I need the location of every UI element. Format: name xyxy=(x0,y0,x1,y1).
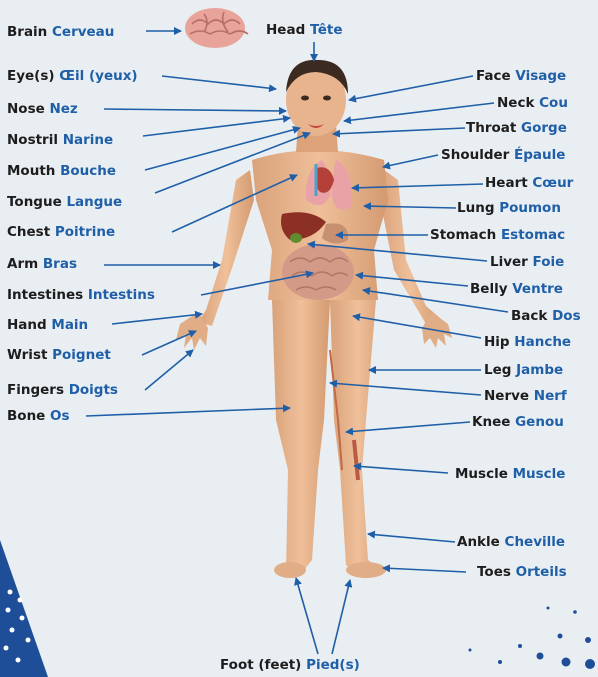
label-intestines-fr: Intestins xyxy=(88,287,155,303)
label-shoulder: Shoulder Épaule xyxy=(441,147,565,163)
label-lung-fr: Poumon xyxy=(499,200,561,216)
label-hand-en: Hand xyxy=(7,317,47,333)
label-tongue: Tongue Langue xyxy=(7,194,122,210)
label-mouth: Mouth Bouche xyxy=(7,163,116,179)
label-back-en: Back xyxy=(511,308,547,324)
label-throat: Throat Gorge xyxy=(466,120,567,136)
label-heart-en: Heart xyxy=(485,175,528,191)
label-stomach: Stomach Estomac xyxy=(430,227,565,243)
label-liver: Liver Foie xyxy=(490,254,564,270)
label-bone: Bone Os xyxy=(7,408,70,424)
label-muscle-fr: Muscle xyxy=(513,466,566,482)
label-arm-en: Arm xyxy=(7,256,38,272)
label-chest-fr: Poitrine xyxy=(55,224,115,240)
label-hand: Hand Main xyxy=(7,317,88,333)
label-lung: Lung Poumon xyxy=(457,200,561,216)
label-nerve: Nerve Nerf xyxy=(484,388,567,404)
label-belly: Belly Ventre xyxy=(470,281,563,297)
label-throat-fr: Gorge xyxy=(521,120,567,136)
label-heart-fr: Cœur xyxy=(532,175,573,191)
label-intestines: Intestines Intestins xyxy=(7,287,155,303)
label-wrist: Wrist Poignet xyxy=(7,347,111,363)
label-hip-en: Hip xyxy=(484,334,510,350)
label-head: Head Tête xyxy=(266,22,343,38)
label-lung-en: Lung xyxy=(457,200,495,216)
label-tongue-en: Tongue xyxy=(7,194,62,210)
label-tongue-fr: Langue xyxy=(66,194,122,210)
label-neck-fr: Cou xyxy=(539,95,568,111)
label-back: Back Dos xyxy=(511,308,581,324)
label-brain: Brain Cerveau xyxy=(7,24,114,40)
label-wrist-en: Wrist xyxy=(7,347,47,363)
label-bone-en: Bone xyxy=(7,408,45,424)
label-toes-en: Toes xyxy=(477,564,511,580)
label-eyes-fr: Œil (yeux) xyxy=(59,68,137,84)
label-nose-fr: Nez xyxy=(49,101,77,117)
label-liver-fr: Foie xyxy=(533,254,565,270)
label-intestines-en: Intestines xyxy=(7,287,83,303)
label-foot: Foot (feet) Pied(s) xyxy=(220,657,360,673)
label-nostril: Nostril Narine xyxy=(7,132,113,148)
label-face: Face Visage xyxy=(476,68,566,84)
label-chest-en: Chest xyxy=(7,224,50,240)
label-nose: Nose Nez xyxy=(7,101,78,117)
label-hip-fr: Hanche xyxy=(514,334,571,350)
label-leg: Leg Jambe xyxy=(484,362,563,378)
label-neck: Neck Cou xyxy=(497,95,568,111)
label-belly-fr: Ventre xyxy=(512,281,563,297)
label-knee: Knee Genou xyxy=(472,414,564,430)
label-fingers-fr: Doigts xyxy=(69,382,118,398)
label-eyes-en: Eye(s) xyxy=(7,68,55,84)
label-ankle-fr: Cheville xyxy=(505,534,566,550)
label-heart: Heart Cœur xyxy=(485,175,573,191)
label-mouth-en: Mouth xyxy=(7,163,55,179)
brain-illustration xyxy=(185,8,248,48)
label-foot-fr: Pied(s) xyxy=(306,657,360,673)
human-body-figure xyxy=(176,60,452,578)
label-neck-en: Neck xyxy=(497,95,534,111)
label-knee-en: Knee xyxy=(472,414,510,430)
label-leg-en: Leg xyxy=(484,362,511,378)
label-head-en: Head xyxy=(266,22,305,38)
label-hip: Hip Hanche xyxy=(484,334,571,350)
label-ankle: Ankle Cheville xyxy=(457,534,565,550)
label-bone-fr: Os xyxy=(50,408,70,424)
label-leg-fr: Jambe xyxy=(516,362,563,378)
label-eyes: Eye(s) Œil (yeux) xyxy=(7,68,138,84)
label-brain-en: Brain xyxy=(7,24,47,40)
label-mouth-fr: Bouche xyxy=(60,163,116,179)
label-hand-fr: Main xyxy=(51,317,88,333)
label-face-fr: Visage xyxy=(515,68,566,84)
label-belly-en: Belly xyxy=(470,281,508,297)
label-head-fr: Tête xyxy=(310,22,343,38)
label-shoulder-en: Shoulder xyxy=(441,147,509,163)
label-arm-fr: Bras xyxy=(43,256,77,272)
label-ankle-en: Ankle xyxy=(457,534,500,550)
label-wrist-fr: Poignet xyxy=(52,347,111,363)
label-toes: Toes Orteils xyxy=(477,564,567,580)
label-throat-en: Throat xyxy=(466,120,516,136)
label-face-en: Face xyxy=(476,68,511,84)
label-knee-fr: Genou xyxy=(515,414,564,430)
label-foot-en: Foot (feet) xyxy=(220,657,301,673)
label-arm: Arm Bras xyxy=(7,256,77,272)
label-stomach-fr: Estomac xyxy=(501,227,565,243)
label-nostril-fr: Narine xyxy=(63,132,113,148)
label-stomach-en: Stomach xyxy=(430,227,496,243)
label-nose-en: Nose xyxy=(7,101,45,117)
label-fingers: Fingers Doigts xyxy=(7,382,118,398)
label-muscle: Muscle Muscle xyxy=(455,466,565,482)
label-fingers-en: Fingers xyxy=(7,382,64,398)
label-shoulder-fr: Épaule xyxy=(514,147,565,163)
label-nostril-en: Nostril xyxy=(7,132,58,148)
label-toes-fr: Orteils xyxy=(516,564,567,580)
label-back-fr: Dos xyxy=(552,308,581,324)
label-nerve-en: Nerve xyxy=(484,388,529,404)
label-brain-fr: Cerveau xyxy=(52,24,114,40)
label-nerve-fr: Nerf xyxy=(534,388,567,404)
label-liver-en: Liver xyxy=(490,254,528,270)
label-muscle-en: Muscle xyxy=(455,466,508,482)
label-chest: Chest Poitrine xyxy=(7,224,115,240)
